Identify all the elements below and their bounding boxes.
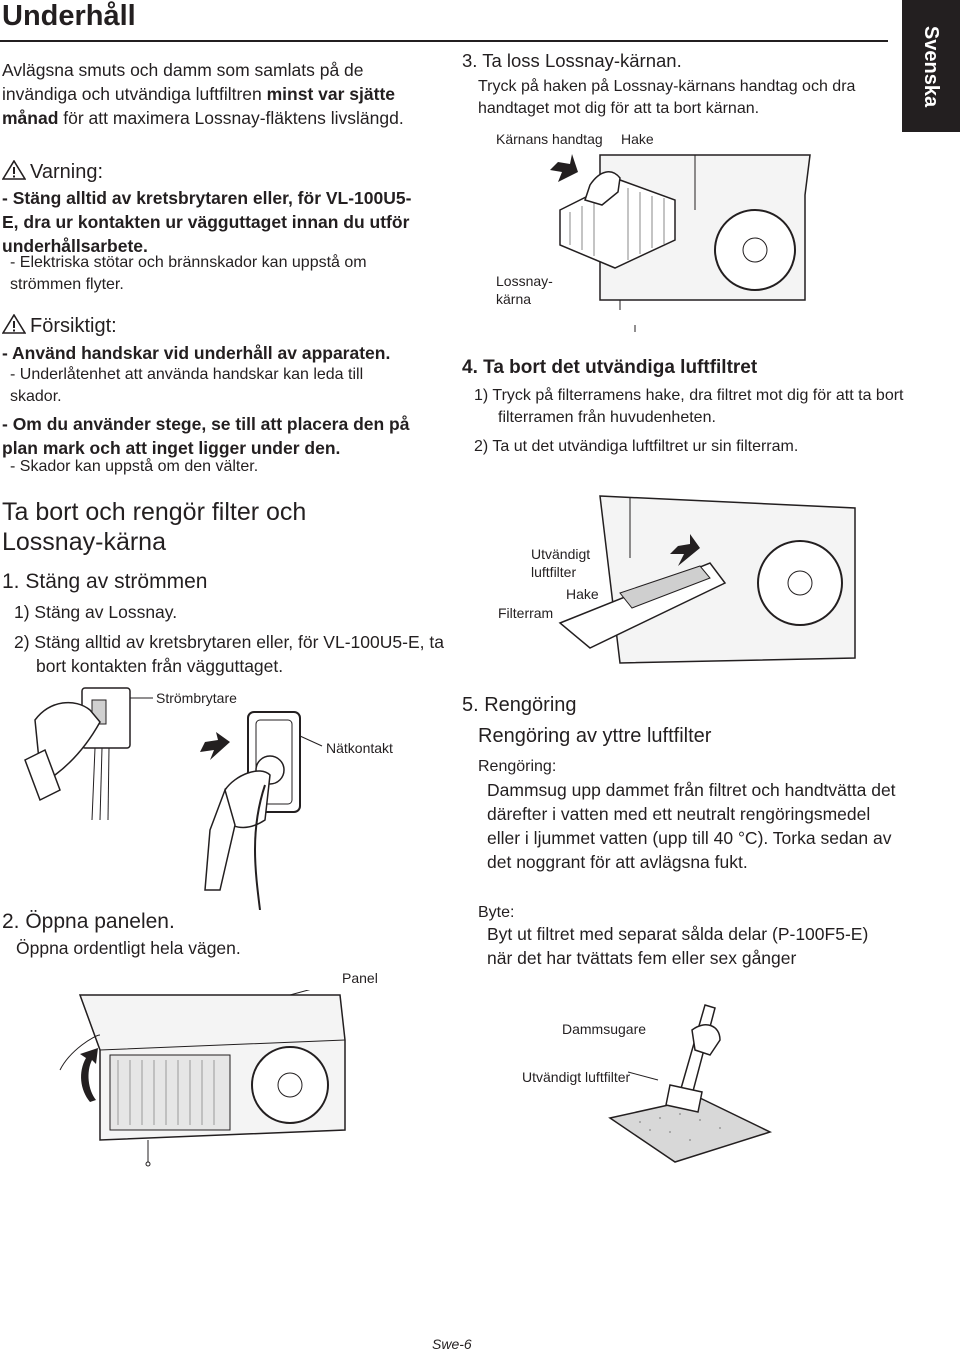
page-title: Underhåll — [2, 0, 136, 32]
step4-item2: 2) Ta ut det utvändiga luftfiltret ur si… — [474, 438, 799, 455]
step3-title: 3. Ta loss Lossnay-kärnan. — [462, 50, 682, 71]
label-core: Lossnay- kärna — [496, 273, 553, 307]
header-rule — [0, 40, 888, 42]
clean-text: Dammsug upp dammet från filtret och hand… — [487, 780, 896, 872]
label-outer-filter-clean: Utvändigt luftfilter — [522, 1069, 631, 1085]
label-filter-hook: Hake — [566, 586, 599, 602]
step1-item1: 1) Stäng av Lossnay. — [14, 602, 178, 622]
caution-sub1: - Underlåtenhet att använda handskar kan… — [10, 366, 364, 405]
open-panel-illustration — [59, 990, 346, 1167]
step2-text: Öppna ordentligt hela vägen. — [16, 938, 241, 958]
replace-text: Byt ut filtret med separat sålda delar (… — [487, 924, 869, 968]
caution-sub2: - Skador kan uppstå om den välter. — [10, 458, 259, 475]
intro-paragraph: Avlägsna smuts och damm som samlats på d… — [2, 60, 404, 128]
label-core-handle: Kärnans handtag — [496, 131, 603, 147]
label-breaker: Strömbrytare — [156, 690, 237, 706]
caution-triangle-icon — [2, 314, 26, 334]
step1-title: 1. Stäng av strömmen — [2, 570, 208, 593]
language-tab: Svenska — [902, 0, 960, 132]
label-vacuum: Dammsugare — [562, 1021, 647, 1037]
power-off-illustration — [24, 687, 323, 910]
remove-core-illustration — [550, 154, 811, 332]
warning-sub: - Elektriska stötar och brännskador kan … — [10, 254, 367, 293]
caution-item1: - Använd handskar vid underhåll av appar… — [2, 343, 391, 363]
vacuum-filter-illustration — [608, 1004, 773, 1163]
step2-title: 2. Öppna panelen. — [2, 910, 175, 933]
step1-item2: 2) Stäng alltid av kretsbrytaren eller, … — [14, 632, 444, 676]
page-number: Swe-6 — [432, 1336, 472, 1352]
label-outer-filter: Utvändigt luftfilter — [531, 546, 591, 580]
step4-item1: 1) Tryck på filterramens hake, dra filtr… — [474, 387, 904, 426]
replace-label: Byte: — [478, 904, 515, 921]
warning-main: - Stäng alltid av kretsbrytaren eller, f… — [2, 188, 412, 256]
label-filter-frame: Filterram — [498, 605, 554, 621]
section-title: Ta bort och rengör filter och Lossnay-kä… — [2, 498, 307, 556]
step3-text: Tryck på haken på Lossnay-kärnans handta… — [478, 78, 856, 117]
label-panel: Panel — [342, 970, 378, 986]
step4-title: 4. Ta bort det utvändiga luftfiltret — [462, 357, 758, 378]
label-core-hook: Hake — [621, 131, 654, 147]
warning-heading: Varning: — [2, 160, 103, 184]
remove-filter-illustration — [558, 495, 856, 664]
caution-heading: Försiktigt: — [2, 314, 117, 338]
clean-label: Rengöring: — [478, 758, 557, 775]
step5-title: 5. Rengöring — [462, 694, 577, 716]
label-outlet: Nätkontakt — [326, 740, 393, 756]
step5-subtitle: Rengöring av yttre luftfilter — [478, 725, 712, 747]
warning-triangle-icon — [2, 160, 26, 180]
caution-item2: - Om du använder stege, se till att plac… — [2, 414, 410, 458]
